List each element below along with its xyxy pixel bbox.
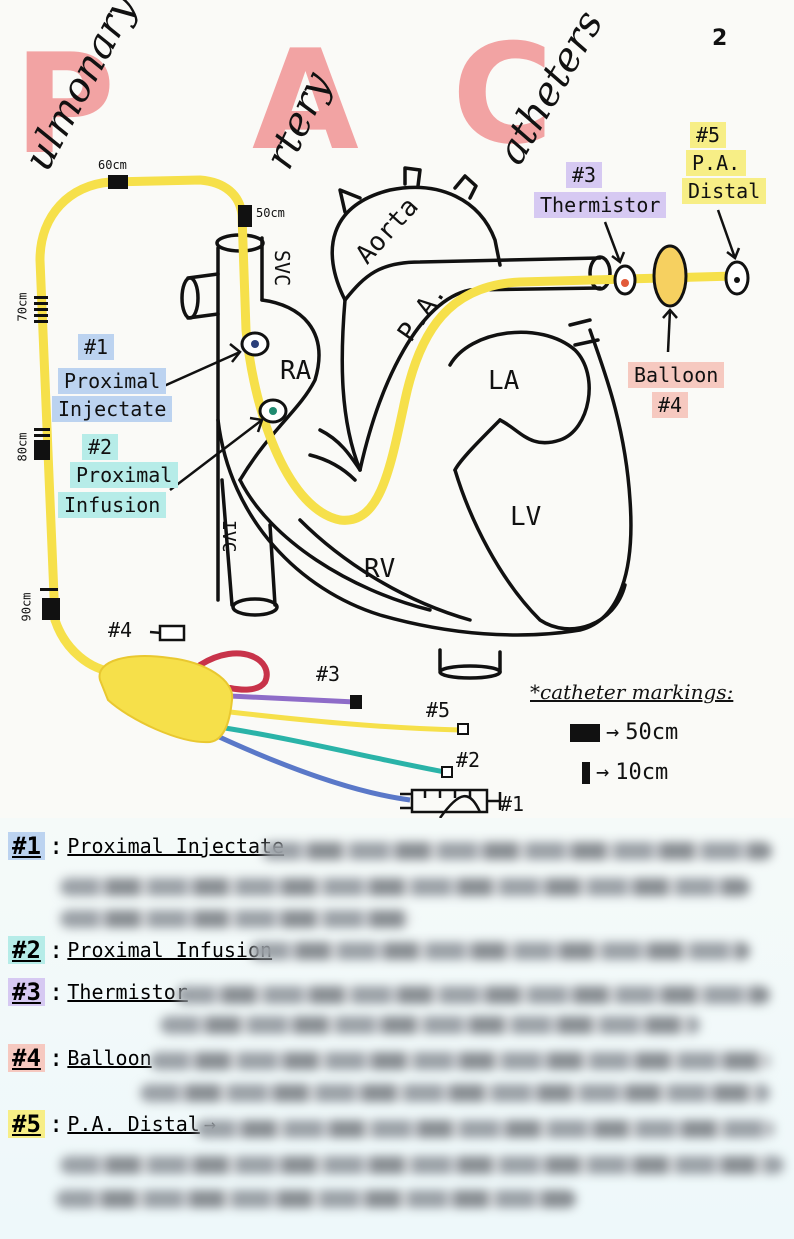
mark-label-60cm: 60cm [98,158,127,172]
port5-label-line2: Distal [682,178,767,204]
port1-label-line1: Proximal [58,368,167,394]
hub-label-1: #1 [500,792,525,816]
note-label: Thermistor [67,980,188,1004]
note-colon: : [48,1044,64,1072]
title-letter-a: A [252,20,359,181]
note-num: #5 [8,1110,45,1138]
redacted-text [262,842,772,860]
redacted-text [140,1084,770,1102]
port2-label-line2: Infusion [58,492,167,518]
redacted-text [160,1016,700,1034]
mark-10cm-symbol [582,761,590,784]
mark-label-70cm: 70cm [15,292,30,322]
mark-label-80cm: 80cm [15,432,30,462]
port1-num: #1 [78,334,115,360]
page-number: 2 [712,26,728,51]
arrow-right-icon: → [606,720,620,745]
note-num: #4 [8,1044,45,1072]
mark-50cm-symbol [570,723,600,742]
label-rv: RV [364,554,396,584]
marking-10cm-label: 10cm [615,760,669,785]
note-num: #3 [8,978,45,1006]
hub-label-2: #2 [456,748,481,772]
hub-label-5: #5 [426,698,451,722]
note-colon: : [48,832,64,860]
redacted-text [250,942,750,960]
balloon-label-line1: Balloon [628,362,725,388]
label-la: LA [488,366,520,396]
hub-label-4: #4 [108,618,133,642]
note-num: #2 [8,936,45,964]
redacted-text [56,1190,576,1208]
note-colon: : [48,1110,64,1138]
arrow-right-icon: → [596,760,610,785]
balloon-label-line2: #4 [652,392,689,418]
note-label: P.A. Distal [67,1112,200,1136]
mark-label-90cm: 90cm [19,592,34,622]
redacted-text [60,1156,784,1174]
note-label: Proximal Injectate [67,834,285,858]
port2-label-line1: Proximal [70,462,179,488]
port3-label: Thermistor [534,192,667,218]
heart-diagram [34,166,750,819]
note-colon: : [48,936,64,964]
notes-section: #1 : Proximal Injectate #2 : Proximal In… [0,818,794,1239]
marking-50cm: → 50cm [570,720,678,745]
note-label: Proximal Infusion [67,938,273,962]
note-label: Balloon [67,1046,152,1070]
redacted-text [60,910,410,928]
marking-50cm-label: 50cm [625,720,679,745]
mark-label-50cm: 50cm [256,206,285,220]
marking-10cm: → 10cm [582,760,668,785]
title-letter-p: P [14,24,116,185]
note-row-5: #5 : P.A. Distal → [8,1110,216,1138]
label-ivc: IVC [218,520,239,553]
hub-label-3: #3 [316,662,341,686]
markings-title: *catheter markings: [530,680,734,704]
redacted-text [60,878,750,896]
note-row-1: #1 : Proximal Injectate [8,832,284,860]
port2-num: #2 [82,434,119,460]
port1-label-line2: Injectate [52,396,173,422]
note-row-3: #3 : Thermistor [8,978,188,1006]
label-lv: LV [510,502,542,532]
note-num: #1 [8,832,45,860]
note-colon: : [48,978,64,1006]
note-row-4: #4 : Balloon [8,1044,152,1072]
port5-num: #5 [690,122,727,148]
label-ra: RA [280,356,312,386]
redacted-text [150,1052,770,1070]
port5-label-line1: P.A. [686,150,747,176]
port3-num: #3 [566,162,603,188]
redacted-text [176,986,770,1004]
redacted-text [196,1120,774,1138]
title-letter-c: C [452,14,554,175]
note-row-2: #2 : Proximal Infusion [8,936,272,964]
label-svc: SVC [270,250,294,287]
